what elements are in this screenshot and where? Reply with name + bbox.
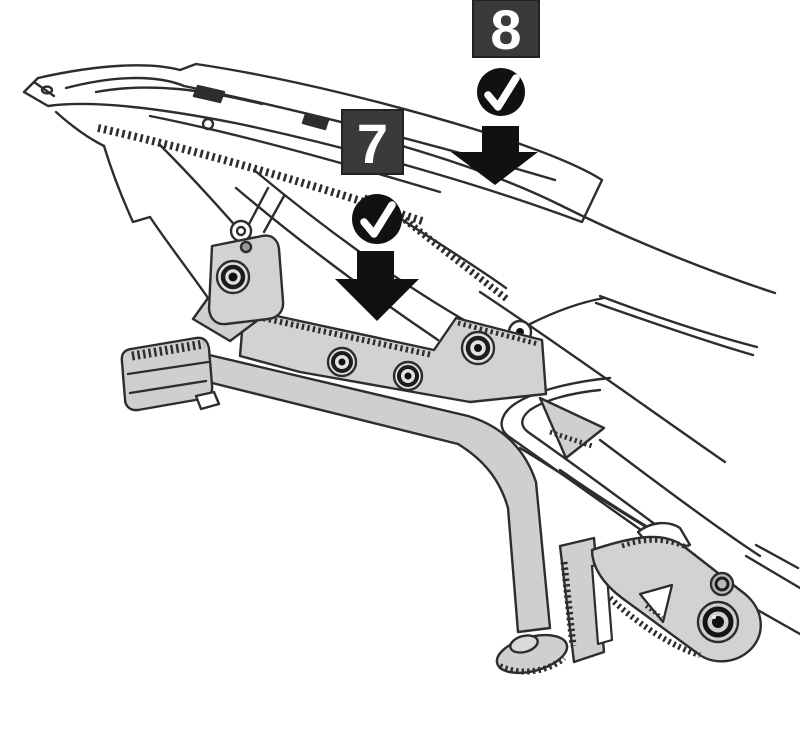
support-bar — [198, 352, 552, 634]
step-8-number: 8 — [490, 0, 521, 61]
down-arrow-icon — [335, 251, 419, 321]
tail-bottom-curve — [478, 290, 727, 464]
fairing-panel-edge — [102, 144, 226, 332]
hanger-cutout-hatch — [644, 604, 664, 620]
mounting-plate-hatch — [257, 314, 433, 358]
hanger-small-bolt — [709, 571, 735, 597]
speed-line — [744, 554, 800, 590]
bar-end-cap-hatch — [131, 339, 205, 361]
step-7-badge — [341, 109, 404, 175]
bracket-strut-line — [246, 186, 270, 228]
fender-loop — [500, 376, 674, 554]
hanger-top-hatch — [621, 537, 690, 551]
plate-bolt — [460, 330, 496, 366]
plate-beak-hatch — [549, 429, 593, 449]
plate-bolt — [392, 360, 424, 392]
fender-loop-inner — [521, 388, 670, 536]
down-arrow-icon — [451, 126, 538, 185]
rack-outline — [22, 62, 604, 224]
seat-edge-hatch — [397, 213, 511, 303]
speed-line — [754, 543, 800, 570]
frame-grommet-inner — [235, 225, 247, 237]
subframe-tube-line — [234, 186, 440, 342]
kit-parts — [120, 234, 762, 675]
lower-body-line — [598, 438, 762, 558]
motorcycle-line-art — [22, 62, 800, 636]
annotations: 7 8 — [335, 0, 540, 321]
front-bracket-bolt — [215, 259, 251, 295]
checkmark-icon — [360, 201, 396, 238]
step-7-annotation: 7 — [335, 109, 419, 321]
bar-end-cap-line — [126, 360, 210, 376]
subframe-tube-line — [252, 168, 466, 322]
rack-inner-line — [148, 114, 442, 194]
rack-hinge-block — [192, 84, 226, 104]
seat-top-curve — [350, 130, 777, 295]
plate-beak — [538, 396, 606, 460]
hanger-bottom-hatch — [607, 595, 701, 658]
step-7-number: 7 — [357, 112, 388, 175]
bracket-strut-line — [262, 194, 286, 234]
front-bracket-small-bolt — [239, 240, 253, 254]
checkmark-icon — [484, 74, 520, 111]
hanger-bolt — [696, 600, 740, 644]
rack-rail-line — [94, 86, 264, 106]
plate-bolt — [326, 346, 358, 378]
rack-tip-slot — [40, 85, 54, 95]
bar-foot-top — [509, 634, 539, 654]
mounting-plate-hatch — [457, 320, 539, 347]
bar-foot-hatch — [498, 655, 566, 675]
step-8-annotation: 8 — [451, 0, 540, 185]
rack-pivot — [201, 117, 215, 131]
lower-body-line — [518, 446, 650, 530]
tail-side-curve — [598, 294, 759, 349]
washer-link-line — [528, 296, 606, 326]
rack-hinge-block — [301, 112, 330, 131]
checkmark-circle-icon — [352, 194, 402, 244]
fairing-seam — [54, 110, 106, 148]
step-8-badge — [472, 0, 540, 58]
bar-end-tab — [194, 390, 221, 411]
bar-end-cap-line — [128, 379, 208, 395]
tail-side-curve — [594, 301, 755, 357]
